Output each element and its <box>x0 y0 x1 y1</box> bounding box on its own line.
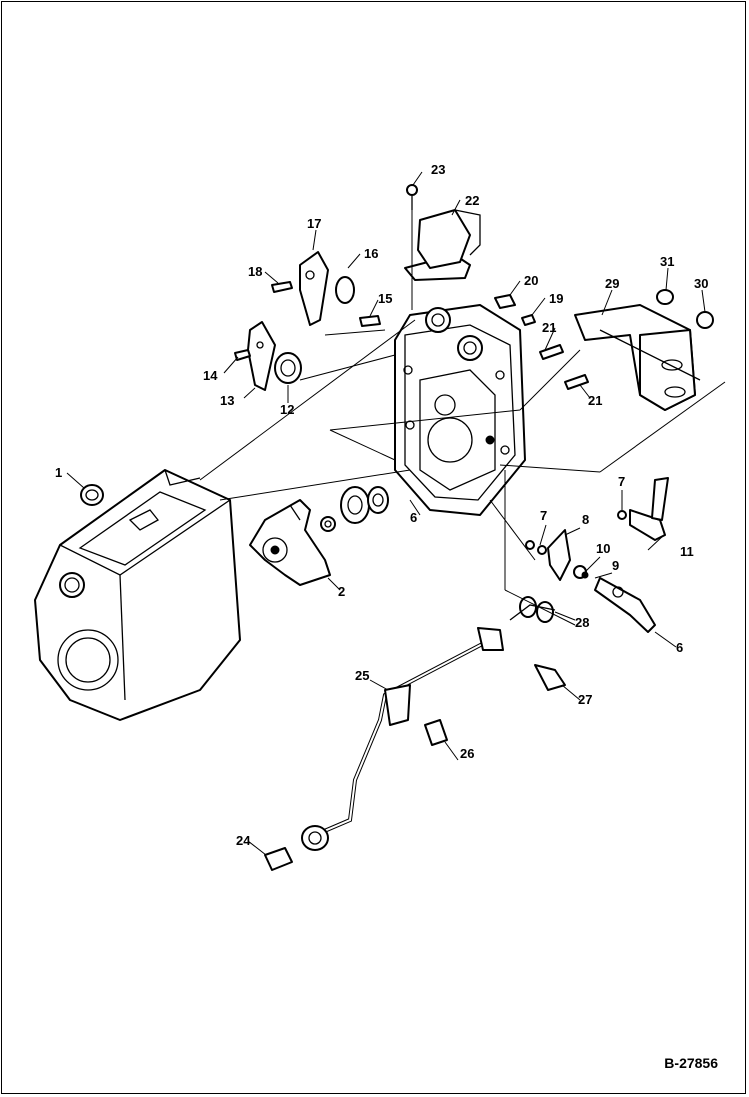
callout-labels: 1 2 6 6 7 7 8 9 10 11 12 13 14 15 16 17 … <box>55 162 708 848</box>
callout-17: 17 <box>307 216 321 231</box>
callout-27: 27 <box>578 692 592 707</box>
gear-case-housing <box>394 304 526 516</box>
callout-24: 24 <box>236 833 251 848</box>
callout-26: 26 <box>460 746 474 761</box>
callout-18: 18 <box>248 264 262 279</box>
callout-30: 30 <box>694 276 708 291</box>
parts-29-30-31-bracket <box>574 289 714 411</box>
washers-and-spring <box>525 510 627 581</box>
callout-23: 23 <box>431 162 445 177</box>
callout-1: 1 <box>55 465 62 480</box>
parts-15-16-17-18 <box>271 251 381 327</box>
part-1-plug <box>80 484 104 506</box>
part-11-lever <box>629 477 669 541</box>
part-21-studs <box>539 344 589 390</box>
callout-10: 10 <box>596 541 610 556</box>
callout-leaders <box>66 171 706 856</box>
assembly-lines <box>199 200 726 626</box>
governor-gears <box>340 486 389 524</box>
part-2-governor-holder <box>249 499 336 586</box>
callout-29: 29 <box>605 276 619 291</box>
parts-24-28-fuel-pipe <box>264 596 566 871</box>
parts-12-13-14 <box>234 321 302 391</box>
callout-2: 2 <box>338 584 345 599</box>
callout-14: 14 <box>203 368 218 383</box>
callout-21b: 21 <box>588 393 602 408</box>
callout-6a: 6 <box>410 510 417 525</box>
callout-6b: 6 <box>676 640 683 655</box>
callout-9: 9 <box>612 558 619 573</box>
figure-reference-number: B-27856 <box>664 1055 718 1071</box>
callout-11: 11 <box>680 544 694 559</box>
callout-12: 12 <box>280 402 294 417</box>
callout-31: 31 <box>660 254 674 269</box>
engine-block <box>34 469 241 721</box>
callout-28: 28 <box>575 615 589 630</box>
callout-25: 25 <box>355 668 369 683</box>
callout-15: 15 <box>378 291 392 306</box>
part-6-shaft <box>594 577 656 633</box>
callout-21a: 21 <box>542 320 556 335</box>
callout-22: 22 <box>465 193 479 208</box>
callout-13: 13 <box>220 393 234 408</box>
callout-20: 20 <box>524 273 538 288</box>
callout-7b: 7 <box>618 474 625 489</box>
callout-7a: 7 <box>540 508 547 523</box>
callout-19: 19 <box>549 291 563 306</box>
parts-19-20-bolts <box>494 294 536 326</box>
callout-16: 16 <box>364 246 378 261</box>
callout-8: 8 <box>582 512 589 527</box>
